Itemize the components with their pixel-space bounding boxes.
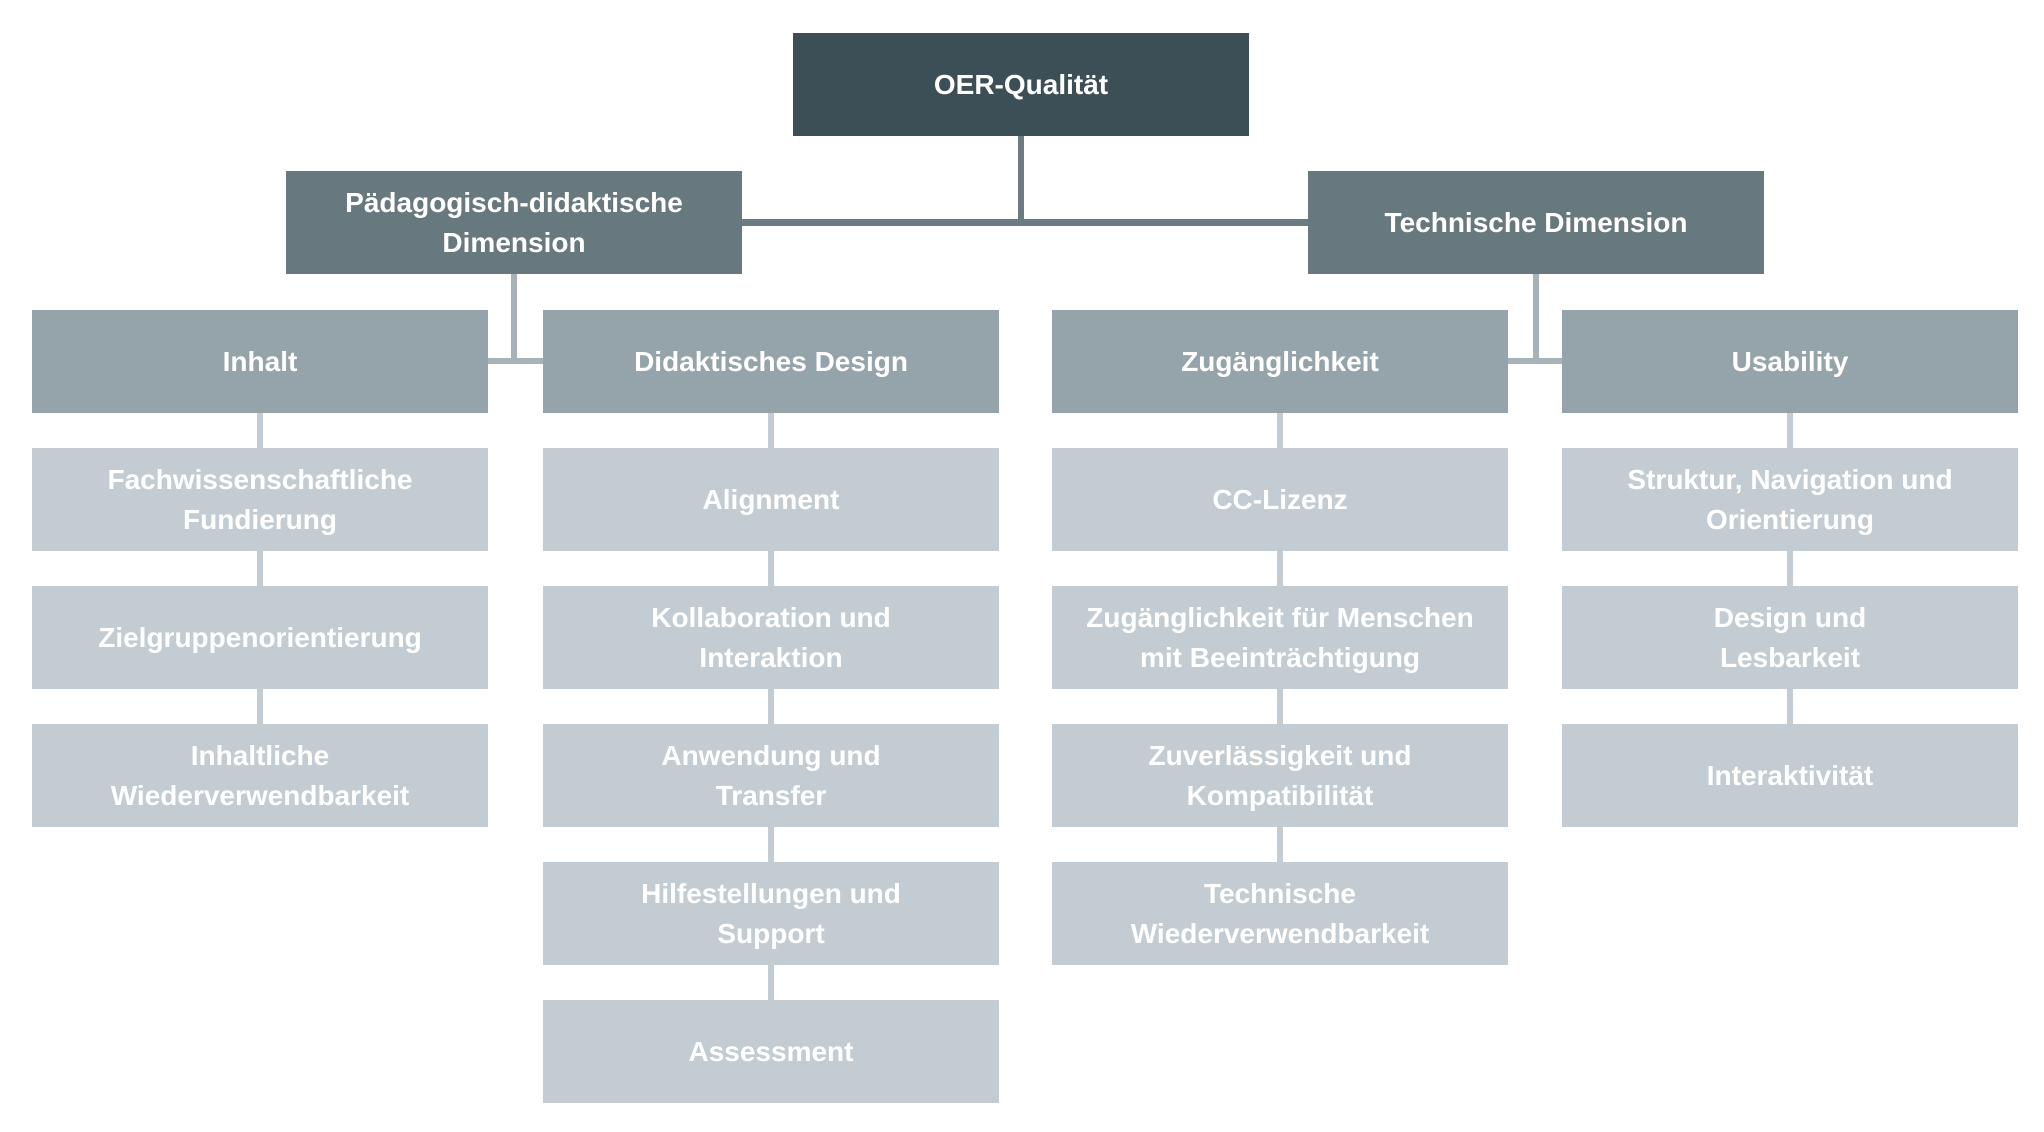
- category-node-zugaenglichkeit: Zugänglichkeit: [1052, 310, 1508, 413]
- connector-dim1-vertical: [511, 274, 517, 364]
- connector-col2-seg1: [768, 411, 774, 450]
- category-node-usability: Usability: [1562, 310, 2018, 413]
- item-node-zielgruppenorientierung: Zielgruppenorientierung: [32, 586, 488, 689]
- connector-col2-seg4: [768, 825, 774, 864]
- dimension-node-technisch: Technische Dimension: [1308, 171, 1764, 274]
- item-node-assessment: Assessment: [543, 1000, 999, 1103]
- connector-col4-seg1: [1787, 411, 1793, 450]
- item-node-fachwissenschaftliche-fundierung: Fachwissenschaftliche Fundierung: [32, 448, 488, 551]
- connector-col1-col2-horizontal: [487, 358, 543, 364]
- connector-dimensions-horizontal: [742, 219, 1308, 226]
- item-node-interaktivitaet: Interaktivität: [1562, 724, 2018, 827]
- connector-col4-seg3: [1787, 686, 1793, 726]
- connector-root-vertical: [1018, 136, 1024, 226]
- connector-col1-seg2: [257, 549, 263, 588]
- connector-col1-seg1: [257, 411, 263, 450]
- connector-col3-seg2: [1277, 549, 1283, 588]
- connector-col2-seg5: [768, 962, 774, 1002]
- root-node-oer-qualitaet: OER-Qualität: [793, 33, 1249, 136]
- item-node-struktur-navigation-orientierung: Struktur, Navigation und Orientierung: [1562, 448, 2018, 551]
- item-node-cc-lizenz: CC-Lizenz: [1052, 448, 1508, 551]
- connector-col3-col4-horizontal: [1508, 358, 1562, 364]
- item-node-technische-wiederverwendbarkeit: Technische Wiederverwendbarkeit: [1052, 862, 1508, 965]
- category-node-inhalt: Inhalt: [32, 310, 488, 413]
- category-node-didaktisches-design: Didaktisches Design: [543, 310, 999, 413]
- item-node-design-und-lesbarkeit: Design und Lesbarkeit: [1562, 586, 2018, 689]
- connector-col2-seg2: [768, 549, 774, 588]
- connector-col3-seg1: [1277, 411, 1283, 450]
- item-node-inhaltliche-wiederverwendbarkeit: Inhaltliche Wiederverwendbarkeit: [32, 724, 488, 827]
- item-node-alignment: Alignment: [543, 448, 999, 551]
- item-node-zugaenglichkeit-fuer-menschen: Zugänglichkeit für Menschen mit Beeinträ…: [1052, 586, 1508, 689]
- item-node-anwendung-und-transfer: Anwendung und Transfer: [543, 724, 999, 827]
- item-node-zuverlaessigkeit-und-kompatibilitaet: Zuverlässigkeit und Kompatibilität: [1052, 724, 1508, 827]
- connector-col3-seg4: [1277, 825, 1283, 864]
- item-node-hilfestellungen-und-support: Hilfestellungen und Support: [543, 862, 999, 965]
- item-node-kollaboration-und-interaktion: Kollaboration und Interaktion: [543, 586, 999, 689]
- dimension-node-paedagogisch-didaktisch: Pädagogisch-didaktische Dimension: [286, 171, 742, 274]
- connector-col4-seg2: [1787, 549, 1793, 588]
- connector-col3-seg3: [1277, 686, 1283, 726]
- connector-col1-seg3: [257, 686, 263, 726]
- connector-col2-seg3: [768, 686, 774, 726]
- connector-dim2-vertical: [1533, 274, 1539, 364]
